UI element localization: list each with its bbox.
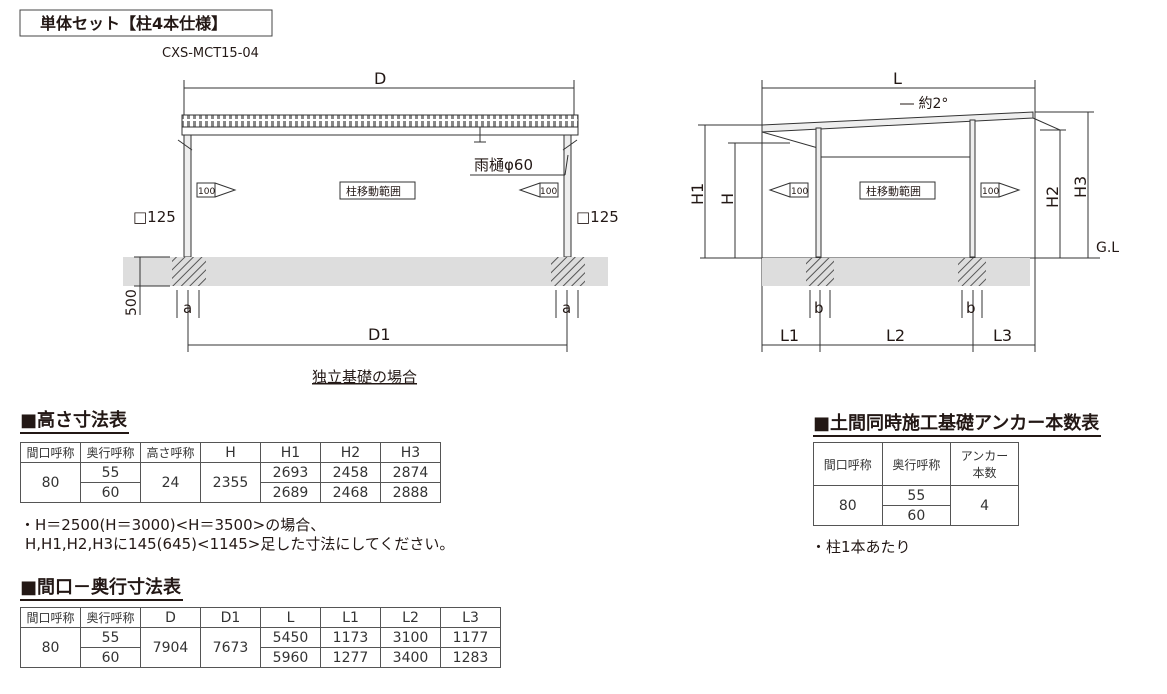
cell: 2468 [320, 482, 381, 503]
caption: 独立基礎の場合 [312, 368, 417, 386]
cell: 55 [80, 627, 141, 648]
height-table: 間口呼称 奥行呼称 高さ呼称 H H1 H2 H3 80 55 24 2355 … [20, 442, 441, 503]
header-cell: 奥行呼称 [80, 607, 141, 628]
anchor-table-title: ■土間同時施工基礎アンカー本数表 [813, 413, 1102, 437]
header-cell: 間口呼称 [813, 442, 883, 486]
height-note-line2: H,H1,H2,H3に145(645)<1145>足した寸法にしてください。 [25, 535, 455, 553]
post-size-right: □125 [576, 208, 619, 226]
cell: 55 [881, 485, 952, 506]
cell: 80 [20, 462, 81, 503]
header-cell: 奥行呼称 [881, 442, 952, 486]
dim-L3: L3 [993, 326, 1012, 345]
header-cell: 高さ呼称 [140, 442, 201, 463]
svg-text:単体セット【柱4本仕様】: 単体セット【柱4本仕様】 [40, 14, 227, 33]
header-cell: H [200, 442, 261, 463]
dim-D: D [374, 69, 386, 88]
offset-left: 100 [198, 187, 215, 197]
title-box: 単体セット【柱4本仕様】 [19, 9, 273, 37]
drawings: 単体セット【柱4本仕様】 CXS-MCT15-04 D 雨樋φ60 100 10… [19, 9, 1119, 386]
cell: 60 [80, 482, 141, 503]
cell: 5960 [260, 647, 321, 668]
cell: 2355 [200, 462, 261, 503]
model-number: CXS-MCT15-04 [162, 46, 259, 61]
header-cell: L2 [380, 607, 441, 628]
offset-right: 100 [982, 187, 999, 197]
header-cell: 間口呼称 [20, 442, 81, 463]
gutter-label: 雨樋φ60 [474, 156, 533, 174]
cell: 2458 [320, 462, 381, 483]
dim-D1: D1 [368, 325, 391, 344]
dim-H1: H1 [688, 183, 707, 205]
dim-b-right: b [966, 299, 976, 317]
cell: 80 [813, 485, 883, 526]
offset-left: 100 [791, 187, 808, 197]
dim-H2: H2 [1043, 186, 1062, 208]
height-table-title: ■高さ寸法表 [20, 410, 130, 434]
dim-500: 500 [124, 289, 140, 316]
cell: 2693 [260, 462, 321, 483]
anchor-note: ・柱1本あたり [811, 538, 911, 556]
slope-label: ― 約2° [900, 96, 948, 112]
dim-H3: H3 [1071, 176, 1090, 198]
header-cell: L [260, 607, 321, 628]
dim-b-left: b [814, 299, 824, 317]
cell: 60 [881, 505, 952, 526]
front-view [123, 80, 608, 352]
cell: 60 [80, 647, 141, 668]
post-range-label: 柱移動範囲 [346, 184, 401, 198]
cell: 7673 [200, 627, 261, 668]
dim-a-right: a [562, 299, 571, 317]
height-note: ・H＝2500(H＝3000)<H＝3500>の場合、 H,H1,H2,H3に1… [20, 516, 454, 554]
size-table: 間口呼称 奥行呼称 D D1 L L1 L2 L3 80 55 7904 767… [20, 607, 501, 668]
cell: 4 [950, 485, 1019, 526]
cell: 2874 [380, 462, 441, 483]
size-table-title: ■間口－奥行寸法表 [20, 577, 184, 601]
cell: 55 [80, 462, 141, 483]
cell: 1177 [440, 627, 501, 648]
header-cell: 奥行呼称 [80, 442, 141, 463]
header-cell: H2 [320, 442, 381, 463]
cell: 1173 [320, 627, 381, 648]
header-line: アンカー [960, 449, 1009, 463]
header-cell: L3 [440, 607, 501, 628]
header-cell: 間口呼称 [20, 607, 81, 628]
cell: 5450 [260, 627, 321, 648]
header-cell: H3 [380, 442, 441, 463]
header-cell: D [140, 607, 201, 628]
header-cell: L1 [320, 607, 381, 628]
dim-L2: L2 [886, 326, 905, 345]
cell: 2689 [260, 482, 321, 503]
header-cell: H1 [260, 442, 321, 463]
cell: 7904 [140, 627, 201, 668]
dim-L1: L1 [780, 326, 799, 345]
header-cell: アンカー本数 [950, 442, 1019, 486]
offset-right: 100 [540, 187, 557, 197]
cell: 1277 [320, 647, 381, 668]
post-size-left: □125 [133, 208, 176, 226]
dim-L: L [893, 69, 902, 88]
cell: 24 [140, 462, 201, 503]
post-range-label: 柱移動範囲 [866, 184, 921, 198]
cell: 2888 [380, 482, 441, 503]
dim-H: H [718, 193, 737, 205]
cell: 3400 [380, 647, 441, 668]
header-cell: D1 [200, 607, 261, 628]
anchor-table: 間口呼称 奥行呼称 アンカー本数 80 55 4 60 [813, 442, 1019, 526]
cell: 80 [20, 627, 81, 668]
height-note-line1: ・H＝2500(H＝3000)<H＝3500>の場合、 [20, 516, 326, 534]
cell: 1283 [440, 647, 501, 668]
dim-a-left: a [183, 299, 192, 317]
header-line: 本数 [972, 466, 997, 480]
side-view [698, 80, 1100, 352]
ground-level-label: G.L [1096, 240, 1119, 256]
cell: 3100 [380, 627, 441, 648]
